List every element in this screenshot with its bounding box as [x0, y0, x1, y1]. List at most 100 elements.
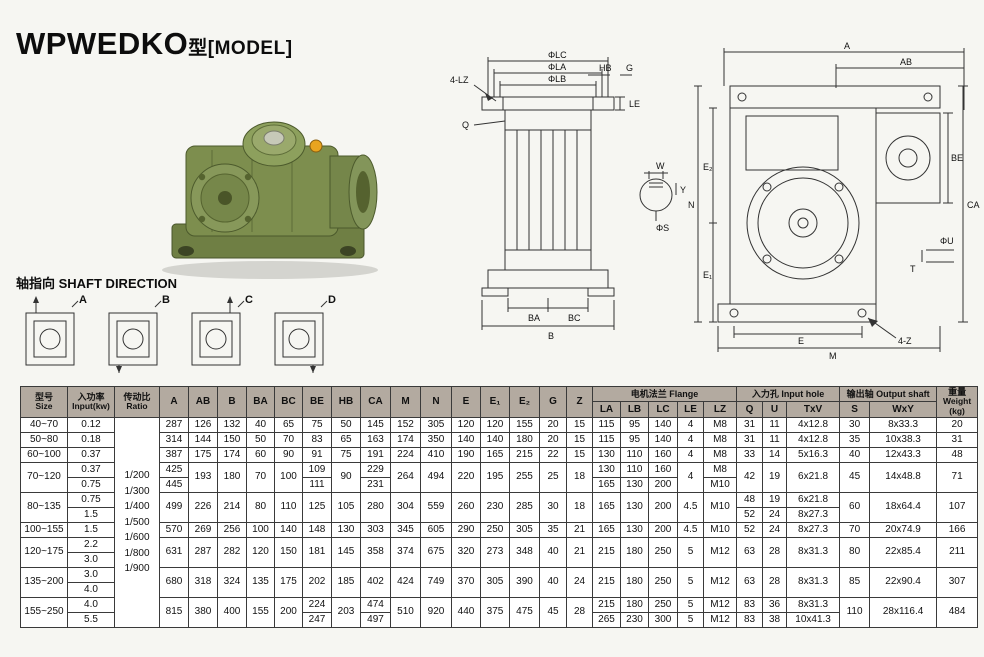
spec-cell: 307: [936, 566, 979, 598]
spec-cell: 3.0: [67, 551, 115, 568]
dim-label-e: E: [798, 336, 804, 346]
spec-cell: 250: [480, 521, 510, 538]
spec-cell: 4.5: [677, 521, 704, 538]
spec-cell: 115: [592, 416, 621, 433]
col-header-dim-a: A: [159, 386, 189, 418]
spec-cell: 3.0: [67, 566, 115, 583]
spec-cell: 11: [762, 416, 788, 433]
dim-label-ca: CA: [967, 200, 980, 210]
spec-cell: 130: [620, 521, 649, 538]
spec-cell: 160: [648, 446, 678, 463]
spec-cell: 35: [839, 431, 871, 448]
dim-label-ab: AB: [900, 57, 912, 67]
spec-cell: 107: [936, 491, 979, 523]
spec-cell: M12: [702, 536, 738, 568]
spec-cell: 20: [539, 431, 567, 448]
spec-cell: 35: [539, 521, 567, 538]
spec-cell: 231: [360, 476, 391, 493]
spec-cell: 229: [360, 461, 391, 478]
model-suffix: 型[MODEL]: [188, 38, 293, 59]
shaft-diagram-b: B: [108, 294, 170, 373]
dim-label-le: LE: [629, 99, 640, 109]
spec-cell: M8: [702, 431, 738, 448]
spec-cell: 70: [839, 521, 871, 538]
spec-cell: 100~155: [20, 521, 68, 538]
spec-cell: 305: [509, 521, 540, 538]
spec-cell: 605: [420, 521, 452, 538]
spec-cell: 145: [360, 416, 391, 433]
spec-cell: 348: [509, 536, 540, 568]
spec-cell: 28: [566, 596, 593, 628]
spec-cell: 45: [839, 461, 871, 493]
spec-cell: 255: [509, 461, 540, 493]
spec-cell: 155: [509, 416, 540, 433]
spec-cell: 22: [539, 446, 567, 463]
spec-cell: 494: [420, 461, 452, 493]
spec-cell: 215: [592, 596, 621, 613]
shaft-diagram-d: D: [274, 294, 336, 373]
spec-cell: 226: [188, 491, 218, 523]
spec-cell: 305: [480, 566, 510, 598]
col-header-dim-b: B: [217, 386, 247, 418]
col-header-dim-e: E: [451, 386, 481, 418]
spec-cell: 230: [480, 491, 510, 523]
spec-cell: 18x64.4: [869, 491, 938, 523]
spec-cell: 390: [509, 566, 540, 598]
col-header-dim-e1: E₁: [480, 386, 510, 418]
spec-cell: 215: [592, 566, 621, 598]
spec-cell: 0.12: [67, 416, 115, 433]
spec-cell: 28: [762, 566, 788, 598]
dim-label-z: 4-Z: [898, 336, 912, 346]
spec-cell: 65: [331, 431, 361, 448]
spec-cell: 63: [736, 536, 764, 568]
spec-cell: 195: [480, 461, 510, 493]
spec-cell: 400: [217, 596, 247, 628]
spec-cell: 4.0: [67, 581, 115, 598]
spec-cell: 318: [188, 566, 218, 598]
spec-cell: 4.0: [67, 596, 115, 613]
spec-cell: 40: [539, 566, 567, 598]
spec-cell: 287: [188, 536, 218, 568]
dim-label-ba: BA: [528, 313, 540, 323]
spec-cell: 130: [331, 521, 361, 538]
spec-cell: 28: [762, 536, 788, 568]
spec-cell: 91: [302, 446, 332, 463]
col-header-dim-g: G: [539, 386, 567, 418]
spec-cell: 130: [592, 446, 621, 463]
spec-cell: 180: [509, 431, 540, 448]
spec-cell: 445: [159, 476, 189, 493]
spec-cell: 150: [274, 536, 303, 568]
spec-cell: 130: [592, 461, 621, 478]
spec-cell: 350: [420, 431, 452, 448]
col-header-dim-ab: AB: [188, 386, 218, 418]
spec-cell: 570: [159, 521, 189, 538]
variant-label-c: C: [245, 294, 253, 306]
spec-cell: 50: [331, 416, 361, 433]
dim-label-n: N: [688, 200, 695, 210]
spec-cell: 211: [936, 536, 979, 568]
spec-cell: 130: [620, 476, 649, 493]
spec-cell: 200: [648, 491, 678, 523]
spec-cell: 95: [620, 416, 649, 433]
spec-cell: 165: [592, 521, 621, 538]
dim-label-m: M: [829, 351, 837, 361]
spec-cell: 260: [451, 491, 481, 523]
col-header-dim-n: N: [420, 386, 452, 418]
spec-cell: 374: [390, 536, 421, 568]
spec-cell: 19: [762, 491, 788, 508]
spec-cell: 402: [360, 566, 391, 598]
spec-cell: 181: [302, 536, 332, 568]
spec-cell: 190: [451, 446, 481, 463]
spec-cell: 100: [246, 521, 275, 538]
spec-cell: 14x48.8: [869, 461, 938, 493]
spec-cell: 45: [539, 596, 567, 628]
spec-cell: 305: [420, 416, 452, 433]
spec-cell: 224: [390, 446, 421, 463]
spec-cell: 22x90.4: [869, 566, 938, 598]
